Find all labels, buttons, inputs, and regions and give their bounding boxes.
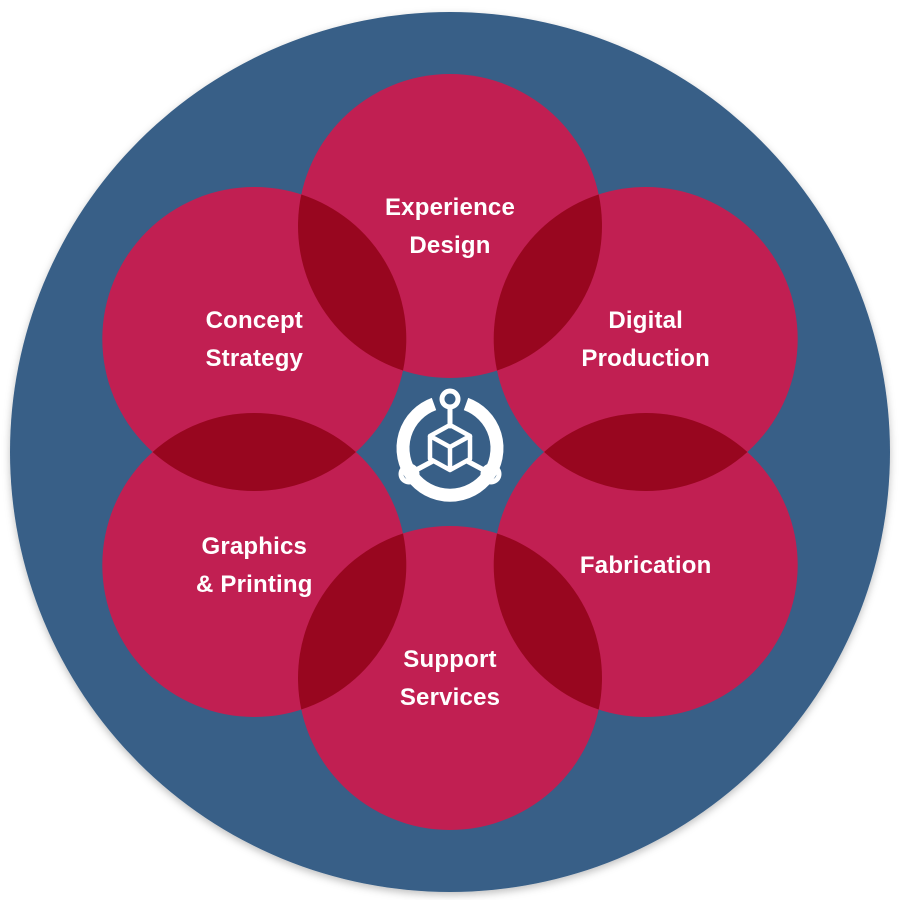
label-graphics-printing: Graphics & Printing bbox=[196, 533, 313, 598]
overlap-support-services bbox=[298, 533, 407, 710]
label-line: Concept bbox=[206, 307, 303, 334]
overlap-graphics-printing bbox=[152, 413, 356, 491]
label-line: Graphics bbox=[201, 533, 307, 560]
label-line: Production bbox=[581, 345, 710, 372]
label-line: Design bbox=[409, 232, 490, 259]
label-line: Services bbox=[400, 684, 500, 711]
label-line: Fabrication bbox=[580, 552, 712, 579]
node-overlaps bbox=[152, 194, 748, 710]
label-line: & Printing bbox=[196, 571, 313, 598]
overlap-fabrication bbox=[493, 533, 602, 710]
overlap-concept-strategy bbox=[298, 194, 407, 371]
overlap-experience-design bbox=[493, 194, 602, 371]
label-line: Digital bbox=[608, 307, 683, 334]
label-line: Support bbox=[403, 646, 496, 673]
label-fabrication: Fabrication bbox=[580, 552, 712, 579]
label-line: Strategy bbox=[205, 345, 303, 372]
label-line: Experience bbox=[385, 194, 515, 221]
overlap-digital-production bbox=[544, 413, 748, 491]
cube-network-icon bbox=[396, 388, 504, 502]
